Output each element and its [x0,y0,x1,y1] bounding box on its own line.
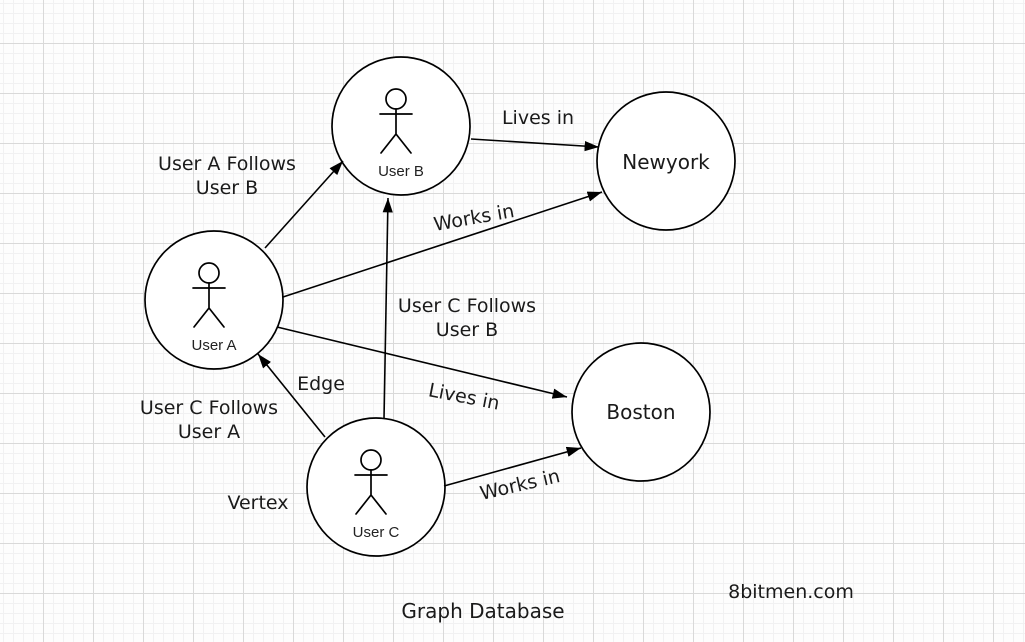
edge-arrow-a-lives-in-boston [276,326,568,399]
diagram-title: Graph Database [401,599,565,623]
edge-label-line: User A [177,421,241,443]
edge-label-line: User B [195,177,259,199]
edge-label-line: User C Follows [139,397,279,419]
node-circle-user-c [306,417,446,557]
edge-label-c-follows-b: User C Follows User B [398,294,536,342]
edge-label-line: User C Follows [397,295,537,317]
node-label-newyork: Newyork [622,150,710,174]
person-icon [354,449,388,515]
edge-arrow-b-lives-in-newyork [470,138,600,152]
edge-arrow-c-works-in-boston [443,446,582,487]
person-icon [379,88,413,154]
edge-arrow-a-works-in-newyork [282,191,603,298]
edge-arrow-c-follows-a [257,353,326,438]
node-circle-user-b [331,56,471,196]
node-label-user-b: User B [378,163,424,180]
annotation-vertex: Vertex [227,492,289,514]
node-label-boston: Boston [606,400,676,424]
edge-label-line: User B [435,319,499,341]
node-label-user-a: User A [191,337,237,354]
person-icon [192,262,226,328]
edge-arrow-c-follows-b [382,197,393,420]
edge-label-c-follows-a: User C Follows User A [140,396,278,444]
edge-label-a-follows-b: User A Follows User B [158,152,296,200]
edge-label-b-lives-in-newyork: Lives in [501,107,575,129]
node-label-user-c: User C [352,524,400,541]
watermark: 8bitmen.com [728,581,854,603]
edge-arrow-a-follows-b [264,160,344,249]
edge-label-line: User A Follows [158,153,296,175]
node-circle-boston [571,342,711,482]
node-circle-user-a [144,230,284,370]
node-circle-newyork [596,91,736,231]
annotation-edge: Edge [297,373,345,395]
